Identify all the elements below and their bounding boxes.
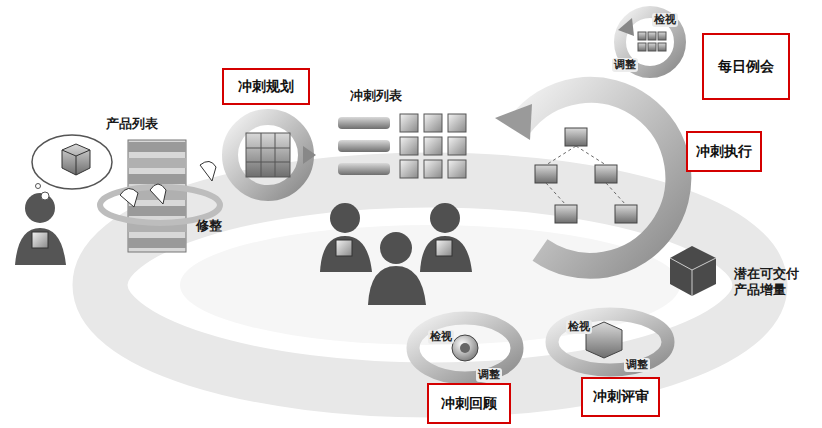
stage-name: 每日例会 <box>718 58 774 76</box>
sprint-backlog-grid <box>338 114 466 178</box>
part-label: 冲刺列表 <box>350 88 402 104</box>
product-owner-figure <box>15 193 66 265</box>
product-list-stack <box>100 140 220 252</box>
part-label: 潜在可交付 产品增量 <box>734 266 806 299</box>
stage-box: 冲刺执行 <box>686 131 762 172</box>
thought-cloud <box>32 135 112 200</box>
cycle-label: 调整 <box>612 58 638 72</box>
stage-name: 冲刺评审 <box>593 388 649 406</box>
sprint-planning-ring <box>230 117 316 193</box>
stage-box: 冲刺规划 <box>222 68 310 105</box>
cycle-label: 调整 <box>476 368 502 382</box>
part-label: 产品列表 <box>106 116 158 132</box>
stage-box: 每日例会 <box>702 33 790 100</box>
team-figures <box>320 203 472 305</box>
sprint-review-cycle <box>552 314 668 370</box>
increment-cube <box>670 246 716 296</box>
stage-box: 冲刺回顾 <box>427 383 511 424</box>
cycle-label: 检视 <box>566 320 592 334</box>
cycle-label: 检视 <box>652 13 678 27</box>
stage-name: 冲刺规划 <box>238 78 294 96</box>
part-label: 修整 <box>196 218 222 234</box>
stage-name: 冲刺执行 <box>696 143 752 161</box>
cycle-label: 检视 <box>428 330 454 344</box>
cycle-label: 调整 <box>624 358 650 372</box>
stage-box: 冲刺评审 <box>581 377 660 417</box>
stage-name: 冲刺回顾 <box>441 395 497 413</box>
sprint-execution-cycle <box>495 90 678 266</box>
